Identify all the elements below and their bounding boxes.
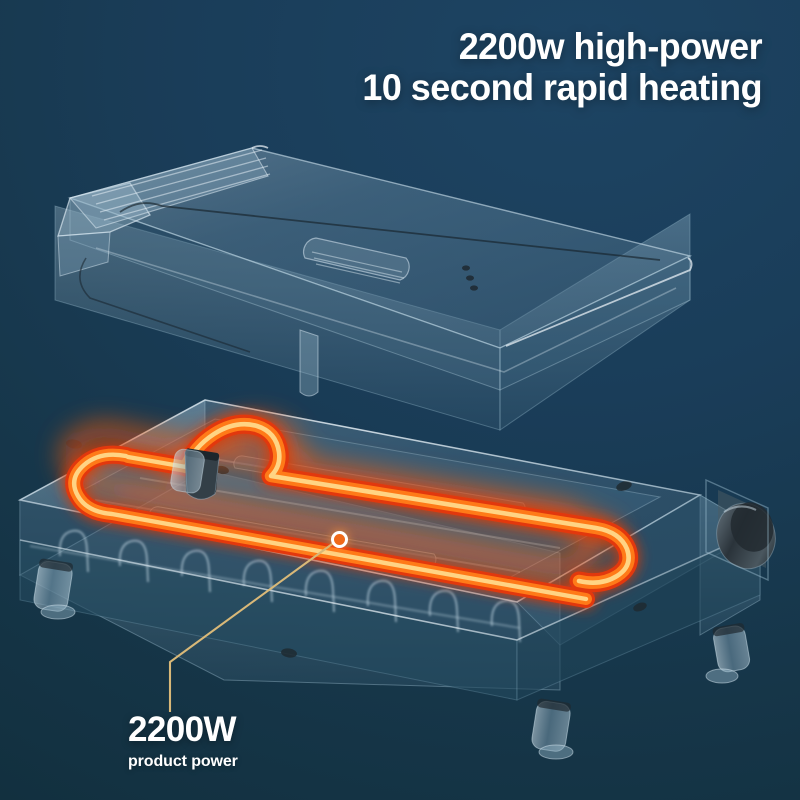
headline-line-1: 2200w high-power: [458, 26, 763, 67]
lid-handle: [57, 147, 271, 277]
headline-line-2: 10 second rapid heating: [362, 67, 762, 109]
lid-vent: [303, 237, 410, 284]
heating-element: [61, 414, 639, 608]
headline-block: 2200w high-power 10 second rapid heating: [350, 26, 762, 109]
upper-lid: [54, 145, 693, 431]
control-knob: [705, 478, 776, 582]
wire-rack: [29, 529, 522, 643]
callout-leader-line: [168, 538, 340, 712]
feet: [33, 448, 751, 760]
